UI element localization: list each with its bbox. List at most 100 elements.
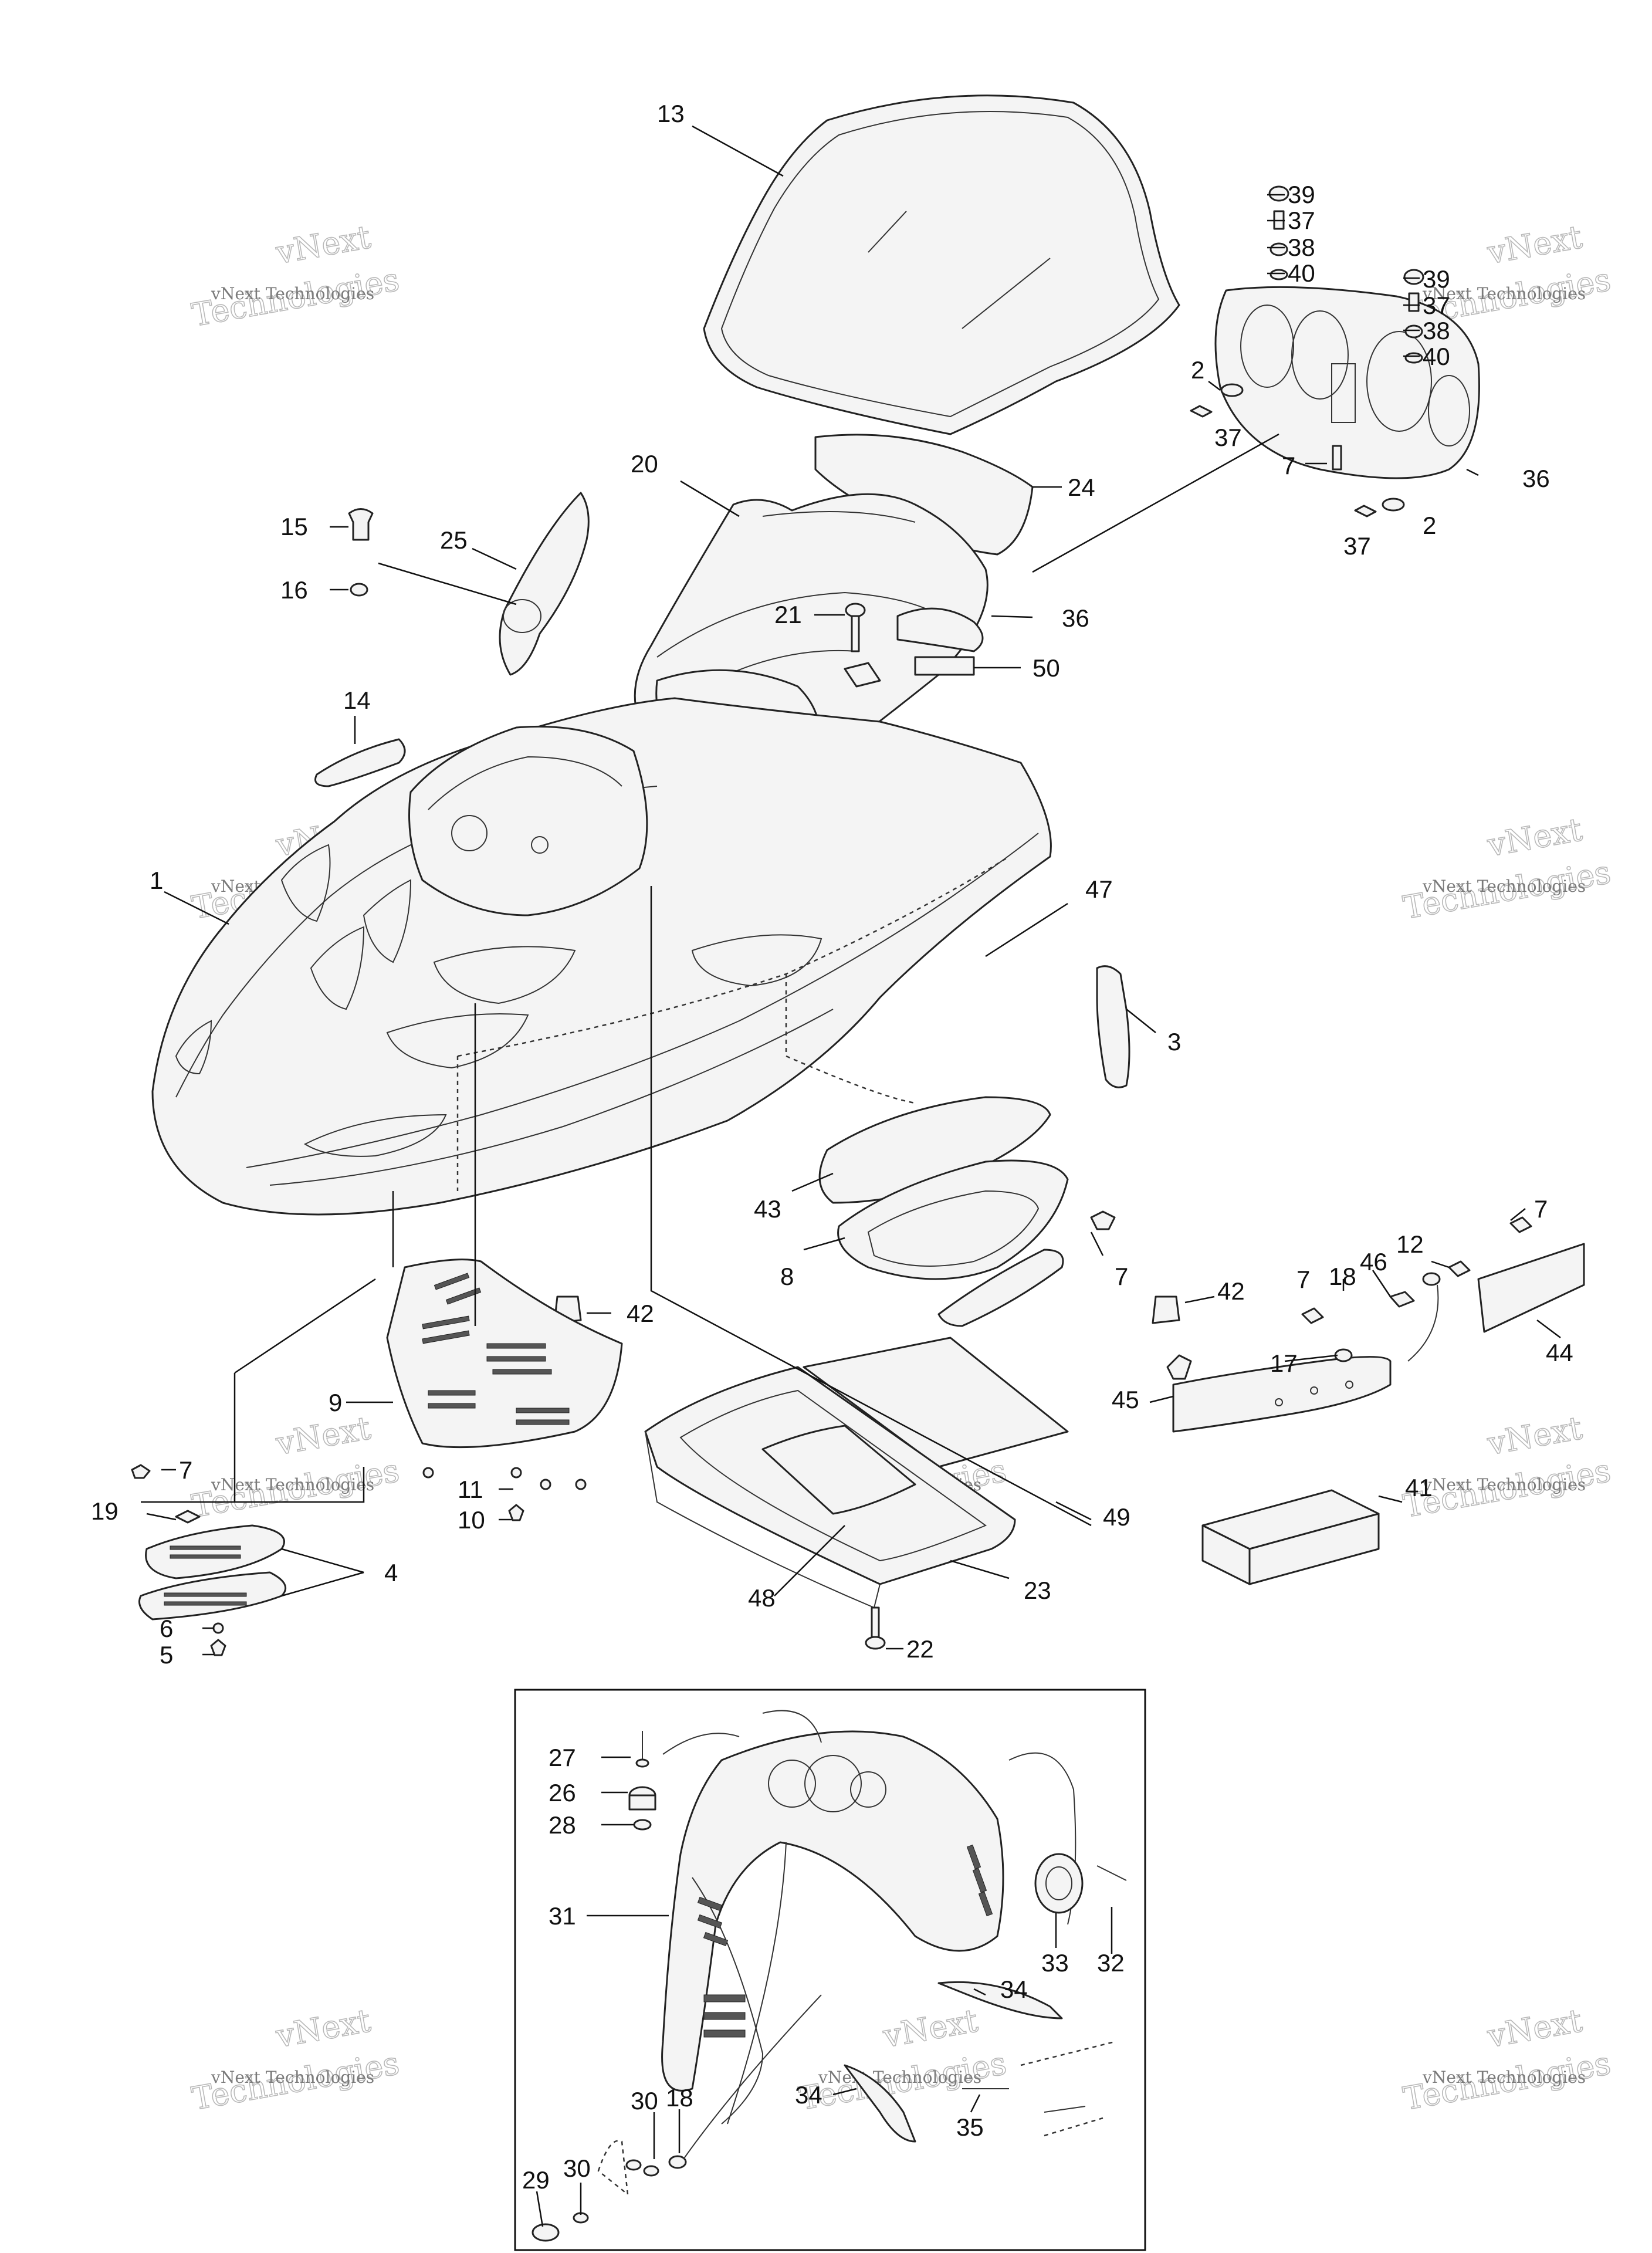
- watermark-vnext: vNext: [1484, 811, 1585, 864]
- callout-16: 16: [280, 576, 308, 604]
- ride-plates: [138, 1524, 287, 1621]
- inset-vents: [697, 1844, 993, 2038]
- callout-27: 27: [549, 1744, 576, 1771]
- callout-41: 41: [1405, 1474, 1433, 1501]
- watermark-text: vNext Technologies: [1422, 1475, 1586, 1494]
- callout-7: 7: [1534, 1195, 1548, 1223]
- callout-31: 31: [549, 1902, 576, 1930]
- storage-lid: [818, 1096, 1051, 1204]
- callout-50: 50: [1032, 654, 1060, 682]
- callout-30: 30: [563, 2154, 591, 2182]
- watermark-text: vNext Technologies: [818, 2068, 981, 2087]
- windshield: [703, 94, 1180, 435]
- callout-37: 37: [1343, 532, 1371, 560]
- watermark: vNext Technologies vNext Technologies: [189, 2001, 403, 2117]
- watermark-text: vNext Technologies: [1422, 284, 1586, 303]
- screw-22: [865, 1606, 886, 1650]
- callout-3: 3: [1167, 1028, 1181, 1056]
- inset-hardware: [532, 1731, 1127, 2242]
- callout-48: 48: [748, 1584, 776, 1612]
- callout-45: 45: [1112, 1386, 1139, 1413]
- callout-14: 14: [343, 686, 371, 714]
- side-molding: [1096, 965, 1130, 1088]
- callout-33: 33: [1041, 1949, 1069, 1977]
- callout-11: 11: [458, 1476, 483, 1503]
- callout-9: 9: [329, 1389, 342, 1416]
- assembly-guides: [141, 433, 1279, 1527]
- callout-leaders: [146, 125, 1561, 2227]
- watermark-text: vNext Technologies: [1422, 2068, 1586, 2087]
- callout-25: 25: [440, 526, 468, 554]
- watermark-vnext: vNext: [1484, 2002, 1585, 2055]
- callout-15: 15: [280, 513, 308, 540]
- detail-inset-frame: [514, 1689, 1146, 2251]
- bracket-hardware: [1301, 1260, 1471, 1362]
- callout-23: 23: [1024, 1577, 1051, 1604]
- callout-37: 37: [1214, 424, 1242, 451]
- callout-26: 26: [549, 1779, 576, 1807]
- callout-39: 39: [1423, 265, 1450, 293]
- grate-vents: [422, 1273, 570, 1425]
- callout-7: 7: [1296, 1266, 1310, 1293]
- callout-44: 44: [1546, 1339, 1573, 1366]
- callout-42: 42: [627, 1300, 654, 1327]
- callout-4: 4: [384, 1559, 398, 1586]
- watermark: vNext Technologies vNext Technologies: [189, 1409, 403, 1525]
- watermark-text: vNext Technologies: [211, 284, 374, 303]
- screw-7b: [1090, 1210, 1116, 1230]
- callout-20: 20: [631, 450, 658, 478]
- callout-42: 42: [1217, 1277, 1245, 1305]
- callout-13: 13: [657, 100, 685, 127]
- watermark-text: vNext Technologies: [1422, 877, 1586, 896]
- watermark-vnext: vNext: [1484, 218, 1585, 271]
- side-plate: [1477, 1243, 1585, 1333]
- screw-7c: [1509, 1216, 1532, 1233]
- callout-7: 7: [179, 1456, 192, 1484]
- callout-18: 18: [1329, 1263, 1356, 1290]
- callout-37: 37: [1288, 207, 1315, 234]
- intake-grate: [386, 1259, 623, 1449]
- callout-38: 38: [1288, 234, 1315, 261]
- watermark-text: vNext Technologies: [211, 1475, 374, 1494]
- hull-deck: [151, 697, 1052, 1216]
- callout-32: 32: [1097, 1949, 1125, 1977]
- watermark-vnext: vNext: [1484, 1409, 1585, 1462]
- callout-2: 2: [1191, 356, 1204, 384]
- watermark: vNext Technologies vNext Technologies: [1400, 810, 1614, 926]
- callout-46: 46: [1360, 1248, 1387, 1276]
- watermark-vnext: vNext: [880, 2002, 981, 2055]
- callout-39: 39: [1288, 181, 1315, 208]
- callout-18: 18: [666, 2084, 693, 2112]
- callout-40: 40: [1423, 343, 1450, 370]
- callout-5: 5: [160, 1641, 173, 1669]
- callouts: 13 39 37 38 40 39 37 38 40 2 37 7 36 2 3…: [91, 100, 1573, 2194]
- storage-tray: [837, 1159, 1069, 1327]
- clip-42b: [1152, 1295, 1180, 1324]
- callout-1: 1: [150, 867, 163, 894]
- callout-43: 43: [754, 1195, 781, 1223]
- callout-24: 24: [1068, 473, 1095, 501]
- watermark: vNext Technologies vNext Technologies: [189, 218, 403, 334]
- rear-bracket: [1166, 1354, 1392, 1433]
- callout-19: 19: [91, 1497, 119, 1525]
- grab-handle: [314, 738, 406, 787]
- watermark-vnext: vNext: [273, 218, 374, 271]
- callout-22: 22: [906, 1635, 934, 1663]
- callout-12: 12: [1396, 1230, 1424, 1258]
- mirror-pod: [499, 492, 590, 676]
- watermark: vNext Technologies vNext Technologies: [1400, 2001, 1614, 2117]
- watermark: vNext Technologies vNext Technologies: [1400, 1409, 1614, 1525]
- storage-bin: [644, 1337, 1069, 1609]
- grate-hardware: [422, 1467, 587, 1521]
- callout-40: 40: [1288, 259, 1315, 287]
- watermark-text: vNext Technologies: [211, 2068, 374, 2087]
- callout-47: 47: [1085, 875, 1113, 903]
- callout-10: 10: [458, 1506, 485, 1534]
- callout-8: 8: [780, 1263, 794, 1290]
- callout-7: 7: [1282, 452, 1295, 479]
- callout-34: 34: [1000, 1975, 1028, 2003]
- callout-36: 36: [1522, 465, 1550, 492]
- inset-fairing: [661, 1710, 1076, 2125]
- watermark-vnext: vNext: [273, 1409, 374, 1462]
